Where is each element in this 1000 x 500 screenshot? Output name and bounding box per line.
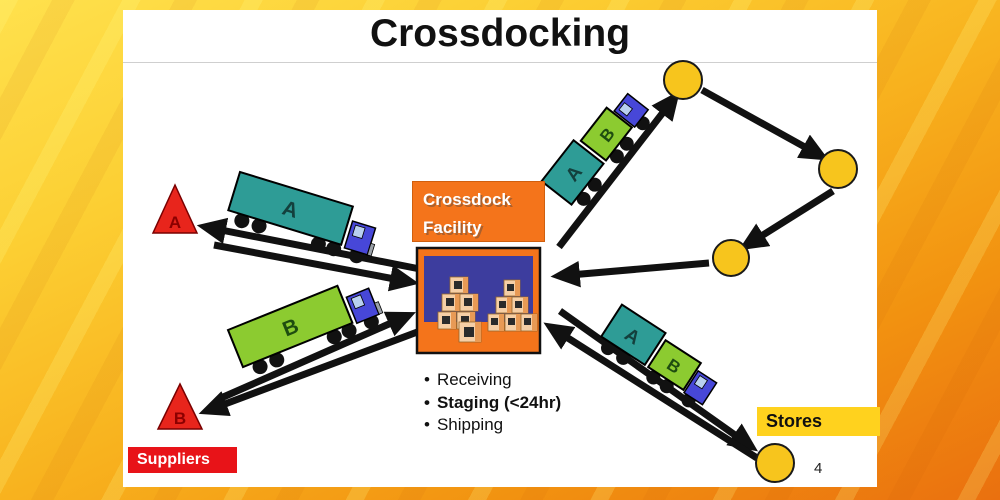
store-node-2 — [818, 149, 858, 189]
supplier-node-a: A — [151, 183, 199, 234]
bullet-receiving: Receiving — [436, 370, 512, 389]
facility-label: Crossdock Facility — [412, 181, 545, 242]
facility-label-line2: Facility — [423, 218, 482, 237]
slide-title: Crossdocking — [369, 12, 631, 55]
truck-a-cargo-letter: A — [280, 197, 301, 223]
bullet-icon: • — [424, 415, 430, 434]
list-item: • Receiving — [424, 369, 614, 392]
truck-supplier-b: B — [226, 284, 384, 375]
bullet-staging: Staging (<24hr) — [436, 392, 562, 412]
warehouse-boxes — [437, 276, 538, 343]
arrow-store-3-to-facility — [550, 259, 710, 288]
page-number: 4 — [814, 460, 823, 477]
arrow-store-2-to-store-3 — [738, 188, 835, 251]
supplier-b-letter: B — [174, 409, 186, 428]
truck-supplier-a: A — [227, 170, 377, 264]
facility-image — [415, 246, 542, 355]
store-node-3 — [712, 239, 750, 277]
list-item: • Staging (<24hr) — [424, 392, 614, 415]
arrow-facility-to-store-1 — [556, 90, 680, 250]
stores-label: Stores — [757, 407, 880, 436]
supplier-node-b: B — [156, 382, 204, 430]
truck-mixed-upper: A B — [540, 92, 650, 207]
arrow-store-4-to-facility — [543, 322, 759, 461]
arrow-supplier-a-to-facility — [213, 241, 420, 292]
truck-mixed-lower: A B — [599, 303, 718, 408]
suppliers-label: Suppliers — [128, 447, 237, 473]
store-node-1 — [663, 60, 703, 100]
bullet-shipping: Shipping — [436, 415, 504, 434]
arrow-store-1-to-store-2 — [700, 86, 830, 161]
title-divider — [123, 62, 877, 63]
arrow-supplier-b-to-facility — [219, 311, 416, 402]
facility-process-list: • Receiving • Staging (<24hr) • Shipping — [424, 369, 614, 437]
bullet-icon: • — [424, 370, 430, 389]
facility-label-line1: Crossdock — [423, 190, 511, 209]
supplier-a-letter: A — [169, 213, 181, 232]
arrow-facility-to-supplier-b — [198, 327, 422, 417]
bullet-icon: • — [424, 392, 430, 412]
store-node-4 — [755, 443, 795, 483]
list-item: • Shipping — [424, 414, 614, 437]
